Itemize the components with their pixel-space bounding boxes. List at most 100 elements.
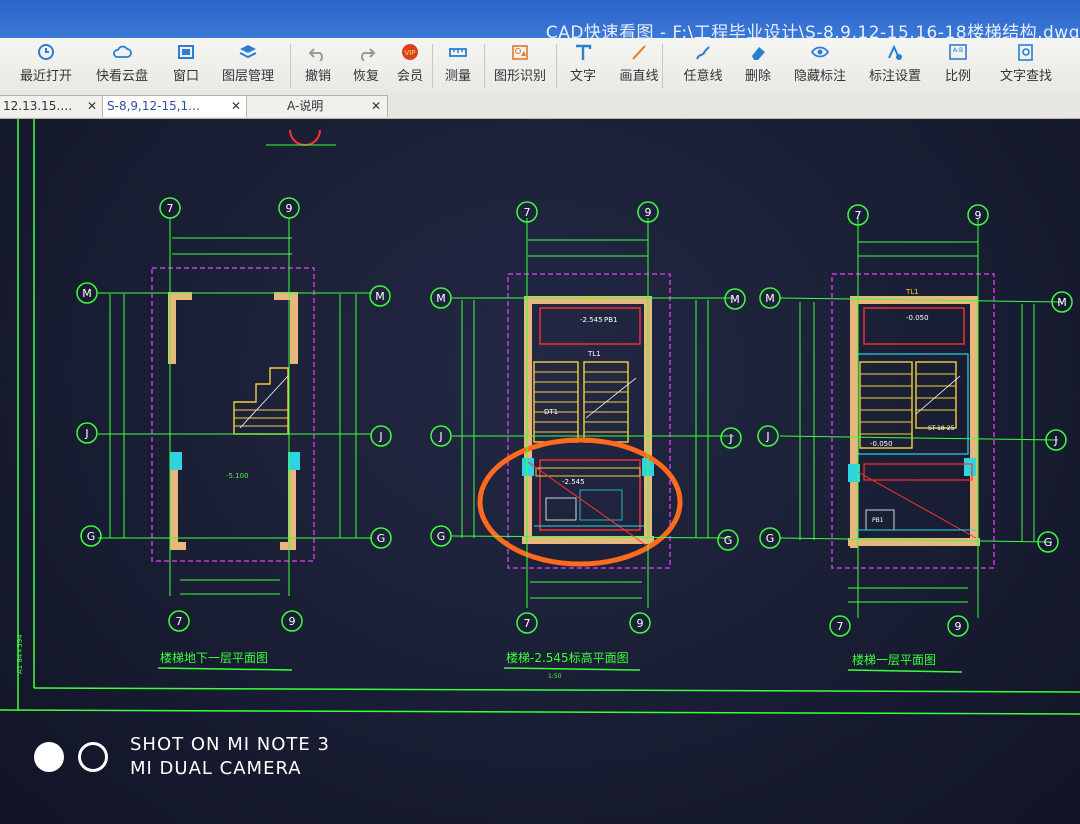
frame-bottom-line — [0, 709, 1080, 715]
clock-icon — [38, 44, 54, 60]
undo-icon — [308, 48, 323, 61]
grid-label: M — [436, 292, 446, 305]
tab-close-icon[interactable]: ✕ — [370, 99, 381, 113]
grid-bubble — [370, 527, 392, 549]
grid-bubble — [1037, 531, 1059, 553]
grid-label: M — [82, 287, 92, 300]
highlight-ellipse — [477, 437, 683, 567]
grid-bubble — [370, 425, 392, 447]
toolbar-button-label: 删除 — [744, 69, 771, 84]
grid-bubble — [159, 197, 181, 219]
toolbar-button-label: 最近打开 — [19, 69, 72, 84]
toolbar-separator — [556, 44, 557, 88]
watermark-dot-outline-icon — [78, 742, 108, 772]
tag-dt1: DT1 — [544, 408, 558, 416]
line-icon — [632, 45, 646, 60]
grid-bubble — [724, 288, 746, 310]
toolbar-button-annotation-settings[interactable]: 标注设置 — [863, 40, 927, 92]
title-underline — [503, 667, 641, 671]
toolbar-button-window[interactable]: 窗口 — [154, 40, 218, 92]
break-line — [239, 375, 289, 429]
ruler-icon — [449, 48, 467, 57]
grid-label: 9 — [289, 615, 296, 628]
level-label: -2.545 — [580, 316, 603, 324]
grid-label: 9 — [645, 206, 652, 219]
column — [522, 458, 534, 476]
eye-icon — [810, 46, 830, 58]
grid-label: G — [87, 530, 96, 543]
toolbar-button-ruler[interactable]: 测量 — [426, 40, 490, 92]
title-underline — [847, 669, 963, 673]
tab-close-icon[interactable]: ✕ — [86, 99, 97, 113]
border-note: A1 84×594 — [16, 634, 24, 674]
plan-boundary — [507, 273, 671, 569]
text-icon — [576, 44, 592, 60]
tab-drawing-a-notes[interactable]: A-说明 ✕ — [246, 95, 388, 117]
toolbar-button-layers[interactable]: 图层管理 — [216, 40, 280, 92]
toolbar-button-label: 画直线 — [619, 69, 659, 84]
break-line — [585, 377, 637, 419]
tab-label: A-说明 — [287, 99, 324, 113]
watermark-dot-filled-icon — [34, 742, 64, 772]
level-label: -5.100 — [226, 472, 249, 480]
grid-bubble — [847, 204, 869, 226]
wall-corner — [274, 292, 298, 364]
toolbar-button-line[interactable]: 画直线 — [607, 40, 671, 92]
wall — [970, 296, 978, 540]
watermark-line-1: SHOT ON MI NOTE 3 — [130, 734, 330, 755]
toolbar-button-label: 比例 — [944, 69, 971, 84]
grid-bubble — [278, 197, 300, 219]
toolbar-button-freehand[interactable]: 任意线 — [671, 40, 735, 92]
toolbar-button-label: 图形识别 — [493, 69, 546, 84]
toolbar-button-text-search[interactable]: 文字查找 — [994, 40, 1058, 92]
freehand-icon — [696, 46, 710, 60]
column — [964, 458, 976, 476]
toolbar-button-text[interactable]: 文字 — [551, 40, 615, 92]
tab-close-icon[interactable]: ✕ — [230, 99, 241, 113]
tab-drawing-12-13-15[interactable]: 12.13.15.… ✕ — [0, 95, 104, 117]
toolbar-button-eye[interactable]: 隐藏标注 — [788, 40, 852, 92]
toolbar-button-shape-recognize[interactable]: 图形识别 — [488, 40, 552, 92]
landing-edge — [535, 467, 641, 477]
tag-pb1: PB1 — [604, 316, 617, 324]
toolbar-separator — [662, 44, 663, 88]
stair-flight — [915, 361, 957, 429]
beam — [863, 307, 965, 345]
break-line — [915, 375, 961, 415]
plan-level-2545: -2.545 PB1 TL1 TL2 — [430, 201, 746, 680]
tag-tl1: TL1 — [905, 288, 919, 296]
stair-outline — [857, 353, 969, 455]
document-tab-bar: 12.13.15.… ✕ S-8,9,12-15,1… ✕ A-说明 ✕ — [0, 94, 1080, 119]
tab-drawing-s-8-9[interactable]: S-8,9,12-15,1… ✕ — [102, 95, 248, 117]
tag-st: ST-18-25 — [928, 425, 955, 432]
toolbar-button-eraser[interactable]: 删除 — [726, 40, 790, 92]
level-label: -0.050 — [870, 440, 893, 448]
grid-label: 9 — [637, 617, 644, 630]
window-icon — [178, 45, 194, 59]
plan-title: 楼梯一层平面图 — [852, 652, 936, 667]
grid-label: G — [377, 532, 386, 545]
grid-bubble — [430, 525, 452, 547]
toolbar-button-redo[interactable]: 恢复 — [334, 40, 398, 92]
grid-label: 7 — [524, 206, 531, 219]
grid-label: M — [765, 292, 775, 305]
toolbar-button-undo[interactable]: 撤销 — [286, 40, 350, 92]
column — [288, 452, 300, 470]
toolbar-separator — [290, 44, 291, 88]
toolbar-button-cloud[interactable]: 快看云盘 — [90, 40, 154, 92]
tab-label: 12.13.15.… — [3, 99, 73, 113]
grid-label: 7 — [837, 620, 844, 633]
tag-pb1: PB1 — [872, 517, 884, 524]
toolbar-button-clock[interactable]: 最近打开 — [14, 40, 78, 92]
toolbar-separator — [432, 44, 433, 88]
break-line — [527, 461, 651, 549]
drawing-canvas[interactable]: A1 84×594 -5.100 — [0, 118, 1080, 728]
grid-label: J — [728, 432, 732, 445]
wall-corner — [280, 456, 296, 550]
grid-label: J — [1053, 434, 1057, 447]
slab — [579, 489, 623, 521]
eraser-icon — [752, 47, 765, 60]
